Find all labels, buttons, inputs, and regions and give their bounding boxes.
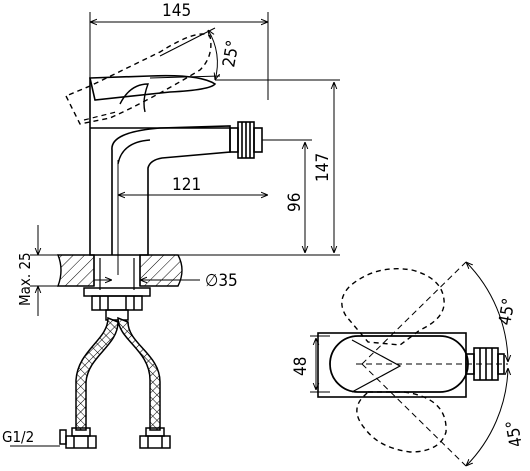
- flexible-hoses: [75, 316, 161, 431]
- rotated-handle-upper: [341, 268, 445, 346]
- rotated-handle-lower: [356, 391, 447, 453]
- hose-fitting-left: [59, 427, 97, 449]
- dimension-145: [89, 12, 269, 100]
- label-25deg: 25°: [219, 39, 243, 69]
- hose-fitting-right: [139, 427, 171, 449]
- label-g12: G1/2: [2, 428, 34, 446]
- handle-raised-outline: [65, 33, 212, 125]
- arc-45-lower: [466, 368, 508, 466]
- label-45-lower: 45°: [503, 418, 527, 448]
- dimension-48: [310, 335, 330, 393]
- label-96: 96: [285, 193, 305, 212]
- label-48: 48: [291, 357, 311, 376]
- dimension-96: [262, 139, 312, 253]
- side-view: [10, 12, 340, 449]
- dimension-max25: [30, 225, 60, 316]
- top-view: [310, 262, 508, 466]
- dimension-121: [117, 160, 268, 275]
- label-max25: Max. 25: [16, 252, 34, 306]
- dimension-25deg: [149, 27, 221, 80]
- label-diameter35: ∅35: [205, 271, 238, 291]
- faucet-body: [89, 78, 231, 256]
- countertop-section: [56, 254, 183, 290]
- label-145: 145: [162, 1, 191, 21]
- aerator-connector: [229, 121, 290, 159]
- handle: [89, 74, 217, 101]
- label-121: 121: [172, 175, 201, 195]
- dimension-147: [148, 79, 340, 256]
- arc-45-upper: [466, 262, 508, 362]
- label-147: 147: [313, 153, 333, 182]
- mounting-nut: [83, 287, 151, 321]
- label-45-upper: 45°: [495, 297, 519, 327]
